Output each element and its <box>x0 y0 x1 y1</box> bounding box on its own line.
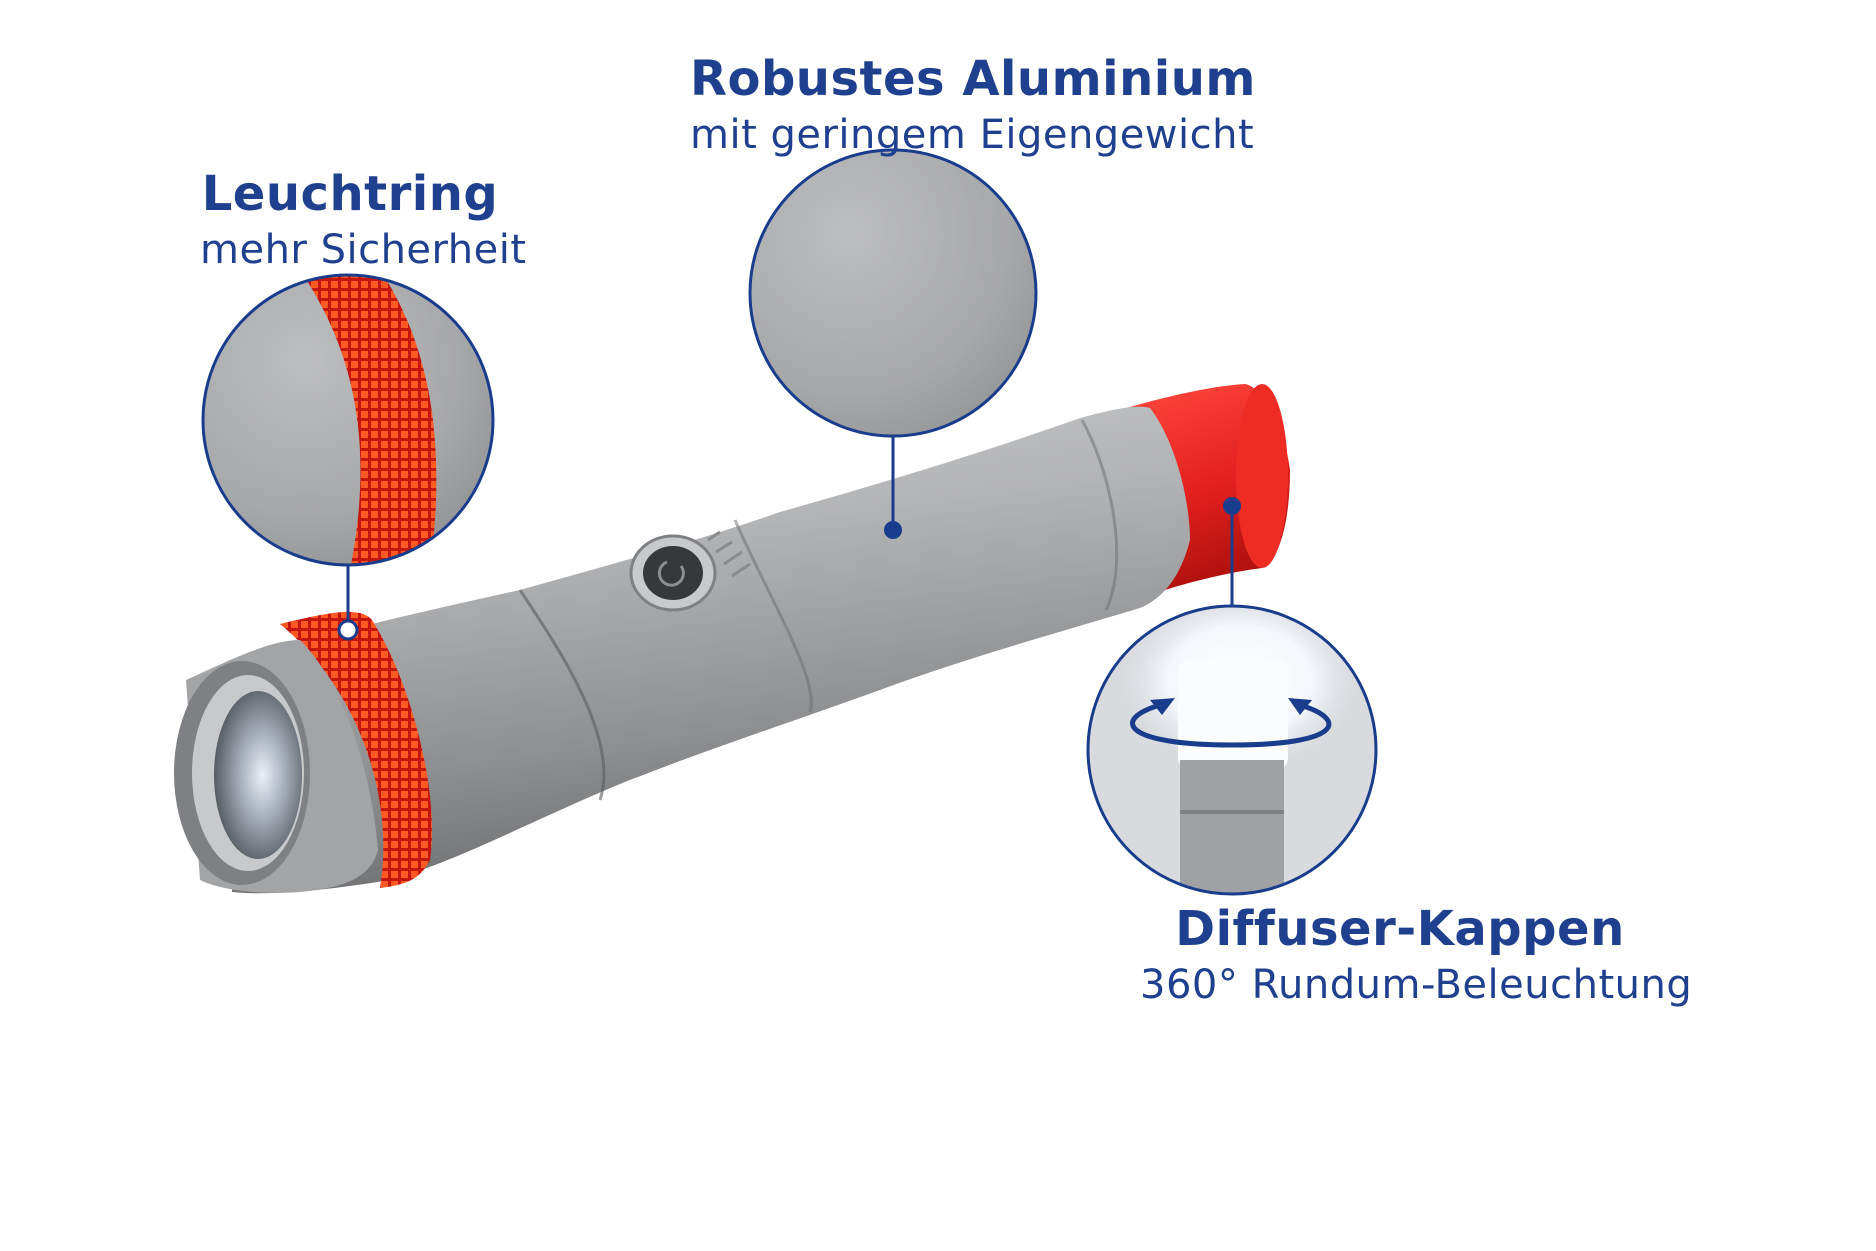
label-ring-title: Leuchtring <box>201 166 499 222</box>
label-ring-subtitle: mehr Sicherheit <box>200 227 527 273</box>
callout-diffuser <box>1086 497 1378 896</box>
callout-aluminium <box>748 148 1038 539</box>
rotate-arrow-icon <box>1130 702 1332 748</box>
label-diffuser-title: Diffuser-Kappen <box>1175 901 1625 957</box>
grip-ridges <box>707 530 751 578</box>
label-aluminium-subtitle: mit geringem Eigengewicht <box>690 112 1255 158</box>
power-icon <box>657 560 685 587</box>
power-button <box>629 534 717 612</box>
label-diffuser-subtitle: 360° Rundum-Beleuchtung <box>1140 962 1693 1008</box>
callout-ring <box>201 273 495 641</box>
label-ring: Leuchtring mehr Sicherheit <box>200 165 527 277</box>
label-aluminium-title: Robustes Aluminium <box>690 51 1256 107</box>
flashlight-body <box>174 384 1290 894</box>
label-diffuser: Diffuser-Kappen 360° Rundum-Beleuchtung <box>1140 900 1693 1012</box>
label-aluminium: Robustes Aluminium mit geringem Eigengew… <box>690 50 1256 162</box>
